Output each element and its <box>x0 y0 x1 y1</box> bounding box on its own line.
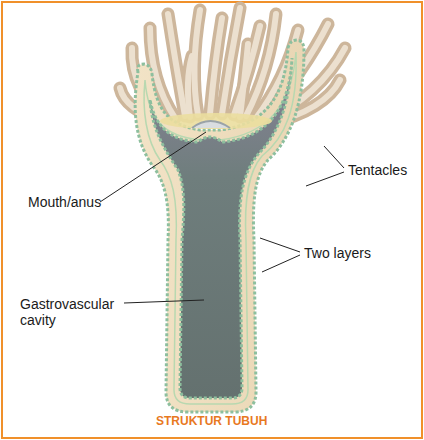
cavity-label: Gastrovascular cavity <box>20 296 122 328</box>
caption: STRUKTUR TUBUH <box>156 414 267 428</box>
body-wall <box>135 40 304 412</box>
mouth-label: Mouth/anus <box>28 194 101 210</box>
mouth <box>192 121 230 128</box>
gastrovascular-cavity <box>150 58 292 398</box>
middle-layer <box>144 52 296 404</box>
layers-label: Two layers <box>304 245 371 261</box>
leader-lines <box>100 132 344 303</box>
tentacle-base <box>160 113 272 129</box>
tentacles-label: Tentacles <box>348 162 407 178</box>
